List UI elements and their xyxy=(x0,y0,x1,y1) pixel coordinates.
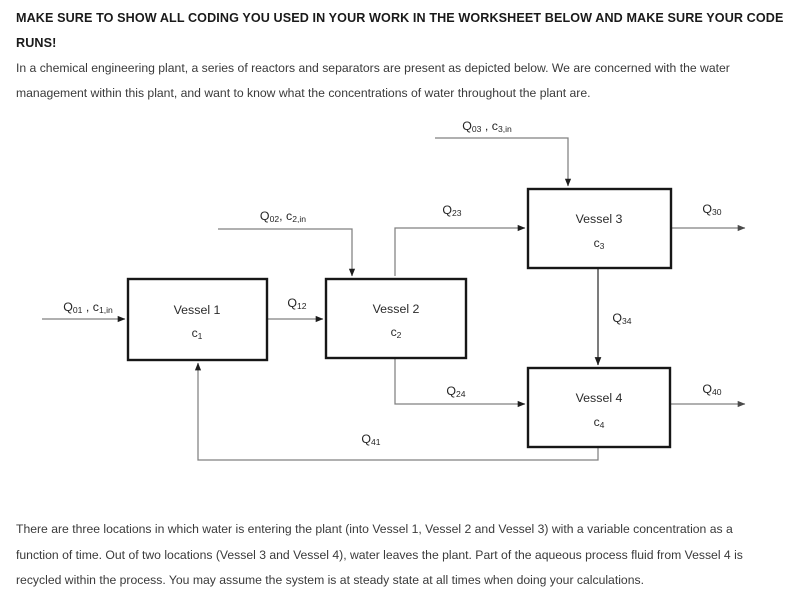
stream-label-q23: Q23 xyxy=(442,203,461,218)
stream-path-q02 xyxy=(218,228,356,277)
vessel-1-concentration: c1 xyxy=(192,326,203,341)
vessel-2-concentration: c2 xyxy=(391,325,402,340)
page-headline: MAKE SURE TO SHOW ALL CODING YOU USED IN… xyxy=(16,11,784,50)
stream-label-q03: Q03 , c3,in xyxy=(462,119,512,134)
stream-label-q24: Q24 xyxy=(446,384,465,399)
vessel-4-box[interactable] xyxy=(526,366,672,449)
stream-path-q03 xyxy=(435,137,572,187)
stream-label-q30: Q30 xyxy=(702,202,721,217)
stream-path-q41 xyxy=(194,362,599,461)
vessel-3-label: Vessel 3 xyxy=(576,212,623,226)
vessel-3-box[interactable] xyxy=(526,187,673,270)
vessel-1-box[interactable] xyxy=(126,277,269,362)
process-flow-diagram: Vessel 1 c1 Vessel 2 c2 Vessel 3 c3 Vess… xyxy=(0,108,808,498)
flowsheet-svg: Vessel 1 c1 Vessel 2 c2 Vessel 3 c3 Vess… xyxy=(42,119,746,461)
stream-label-q40: Q40 xyxy=(702,382,721,397)
vessel-4-label: Vessel 4 xyxy=(576,391,623,405)
vessel-3-concentration: c3 xyxy=(594,236,605,251)
intro-paragraph: In a chemical engineering plant, a serie… xyxy=(16,61,730,100)
outro-paragraph: There are three locations in which water… xyxy=(16,522,743,587)
vessel-2-label: Vessel 2 xyxy=(373,302,420,316)
stream-label-q12: Q12 xyxy=(287,296,306,311)
stream-path-q24 xyxy=(394,358,526,408)
stream-path-q23 xyxy=(394,224,526,276)
stream-label-q41: Q41 xyxy=(361,432,380,447)
stream-label-q02: Q02, c2,in xyxy=(260,209,306,224)
vessel-4-concentration: c4 xyxy=(594,415,605,430)
vessel-2-box[interactable] xyxy=(324,277,468,360)
stream-label-q34: Q34 xyxy=(612,311,631,326)
stream-label-q01: Q01 , c1,in xyxy=(63,300,113,315)
vessel-1-label: Vessel 1 xyxy=(174,303,221,317)
